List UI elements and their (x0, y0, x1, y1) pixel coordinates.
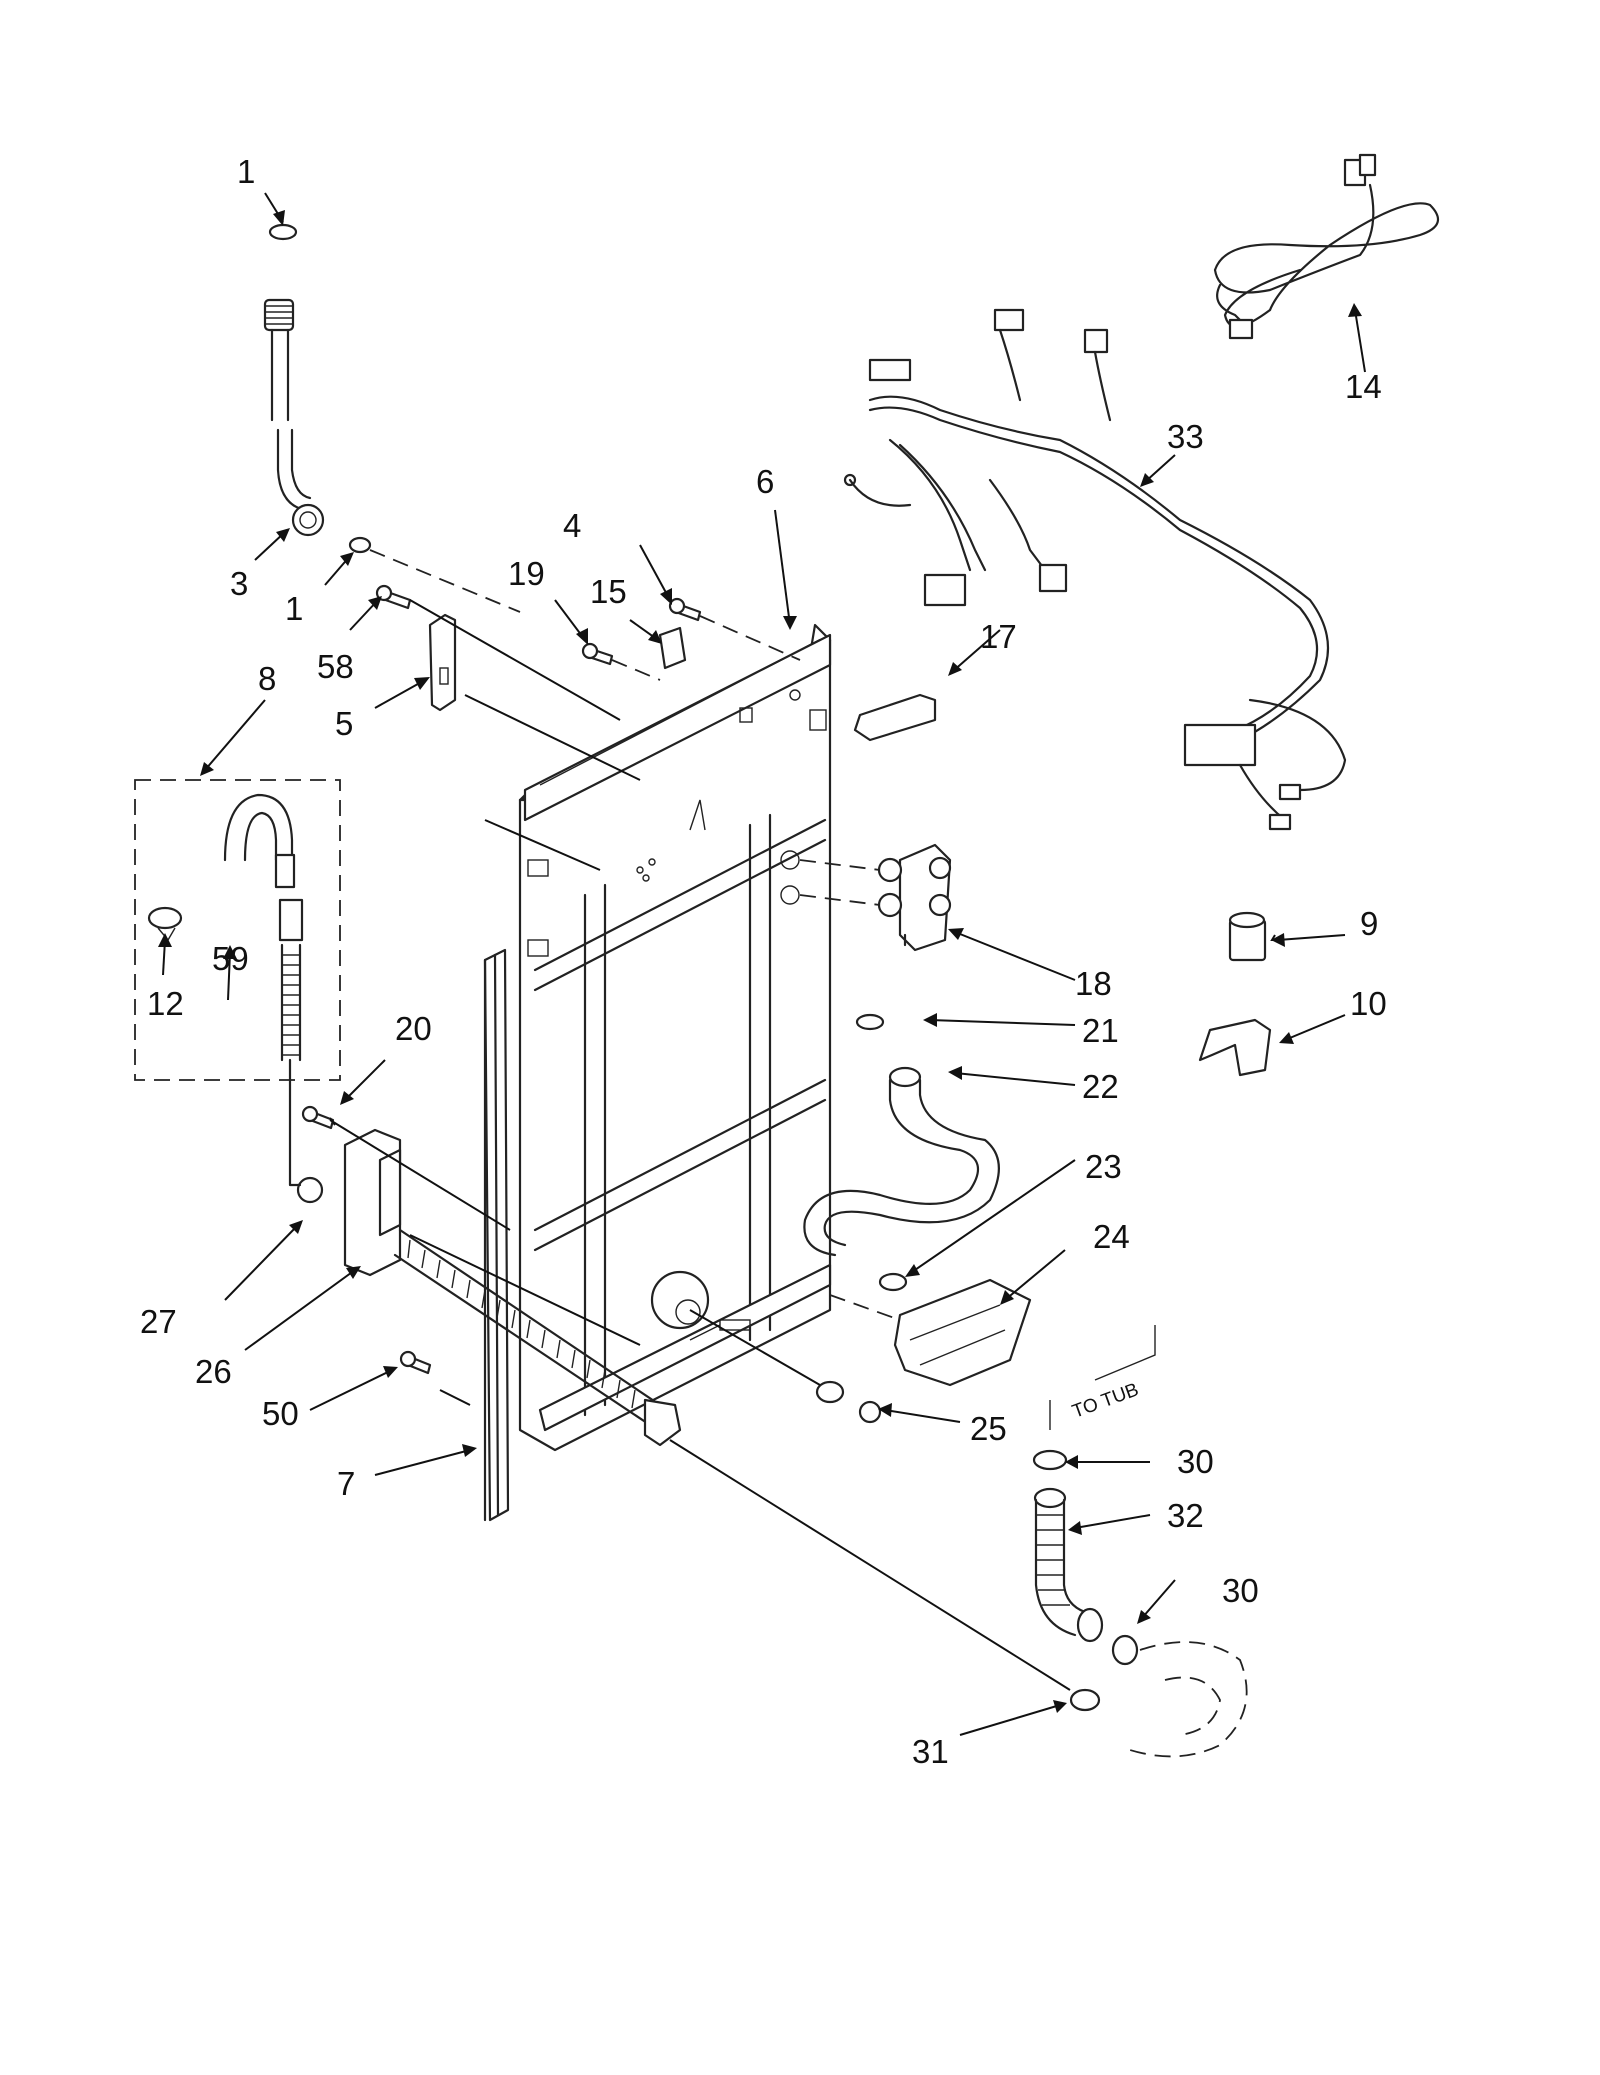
callout-30a: 30 (1177, 1443, 1214, 1480)
assembly-lines (329, 549, 801, 1406)
callout-58: 58 (317, 648, 354, 685)
callout-30b: 30 (1222, 1572, 1259, 1609)
fill-hose-assembly (263, 223, 372, 554)
callout-25: 25 (970, 1410, 1007, 1447)
inlet-hose (803, 1013, 1000, 1292)
pump-cover (288, 1058, 402, 1277)
callout-12: 12 (147, 985, 184, 1022)
callout-18: 18 (1075, 965, 1112, 1002)
screws-and-clips (301, 584, 937, 1375)
wire-harness (843, 308, 1347, 831)
callout-21: 21 (1082, 1012, 1119, 1049)
drain-plug (689, 1309, 882, 1424)
callout-labels: 1 1 3 4 5 6 7 8 9 10 12 14 15 17 18 19 2… (140, 153, 1387, 1770)
callout-33: 33 (1167, 418, 1204, 455)
callout-3: 3 (230, 565, 248, 602)
callout-6: 6 (756, 463, 774, 500)
drain-hose-kit (134, 779, 341, 1081)
callout-9: 9 (1360, 905, 1378, 942)
to-tub-note: TO TUB (1070, 1379, 1142, 1422)
tub-hose (1032, 1325, 1248, 1758)
rear-panel (518, 623, 832, 1452)
drain-hose (393, 1228, 1071, 1691)
callout-17: 17 (980, 618, 1017, 655)
callout-19: 19 (508, 555, 545, 592)
callout-4: 4 (563, 507, 581, 544)
callout-31: 31 (912, 1733, 949, 1770)
callout-10: 10 (1350, 985, 1387, 1022)
callout-8: 8 (258, 660, 276, 697)
callout-32: 32 (1167, 1497, 1204, 1534)
callout-27: 27 (140, 1303, 177, 1340)
callout-14: 14 (1345, 368, 1382, 405)
power-cord (1213, 153, 1440, 340)
callout-24: 24 (1093, 1218, 1130, 1255)
callout-1a: 1 (237, 153, 255, 190)
callout-leaders (158, 192, 1366, 1736)
callout-59: 59 (212, 940, 249, 977)
side-bracket (483, 948, 510, 1522)
callout-15: 15 (590, 573, 627, 610)
callout-22: 22 (1082, 1068, 1119, 1105)
callout-5: 5 (335, 705, 353, 742)
air-dome (829, 1278, 1032, 1387)
water-valve (780, 843, 952, 952)
callout-7: 7 (337, 1465, 355, 1502)
capacitor (1198, 911, 1272, 1077)
callout-1b: 1 (285, 590, 303, 627)
callout-26: 26 (195, 1353, 232, 1390)
callout-50: 50 (262, 1395, 299, 1432)
callout-23: 23 (1085, 1148, 1122, 1185)
callout-20: 20 (395, 1010, 432, 1047)
